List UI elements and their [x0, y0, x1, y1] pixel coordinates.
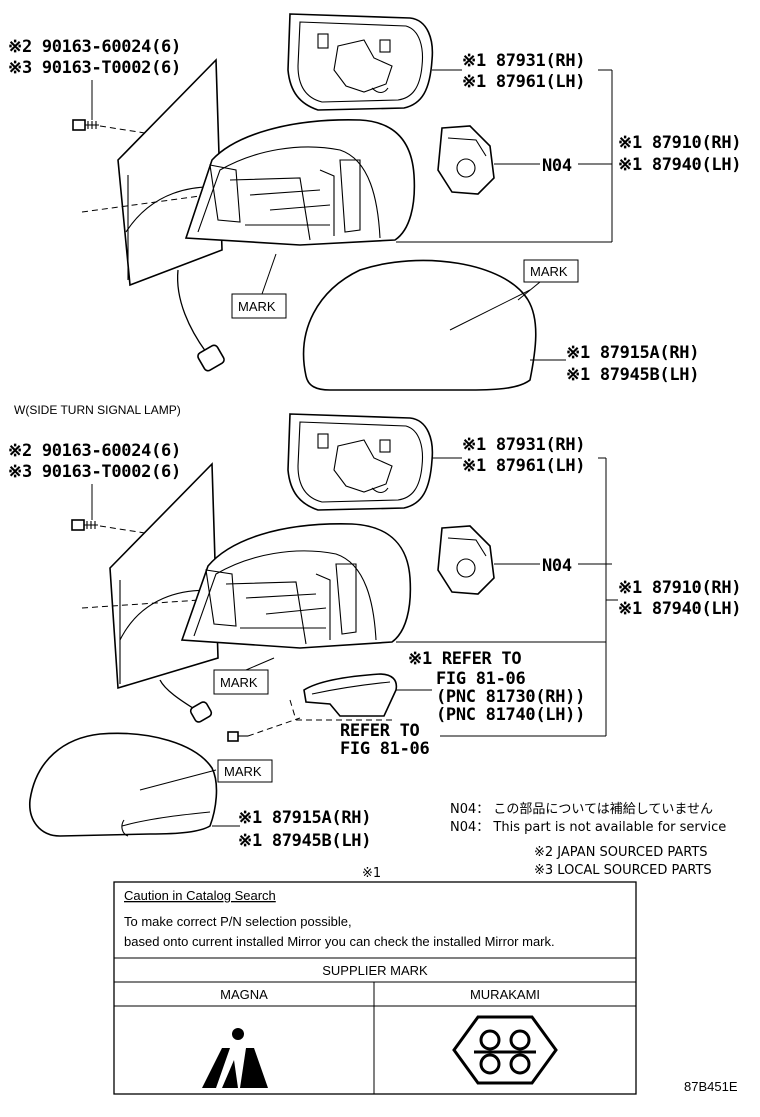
n04-note-english: N04： This part is not available for serv…: [450, 820, 726, 835]
mirror-glass-holder: [287, 13, 434, 111]
svg-text:MARK: MARK: [220, 675, 258, 690]
mirror-housing-assembly: [184, 119, 416, 246]
japan-sourced-note: ※2 JAPAN SOURCED PARTS: [534, 845, 708, 860]
svg-text:MARK: MARK: [530, 264, 568, 279]
cover-part-number-rh-1: ※1 87915A(RH): [566, 343, 699, 363]
caution-table: Caution in Catalog Search To make correc…: [113, 881, 637, 1095]
star-1-marker: ※1: [362, 866, 381, 881]
cover-part-number-lh-2: ※1 87945B(LH): [238, 831, 371, 851]
mirror-part-number-lh-1: ※1 87940(LH): [618, 155, 741, 175]
refer-label-1-line-3: (PNC 81730(RH)): [436, 687, 585, 707]
refer-label-2-line-2: FIG 81-06: [340, 739, 429, 759]
supplier-magna: MAGNA: [220, 987, 268, 1002]
cover-part-number-lh-1: ※1 87945B(LH): [566, 365, 699, 385]
n04-label-2: N04: [542, 556, 572, 576]
supplier-murakami: MURAKAMI: [470, 987, 540, 1002]
holder-part-number-rh-2: ※1 87931(RH): [462, 435, 585, 455]
n04-note-japanese: N04： この部品については補給していません: [450, 802, 713, 817]
holder-part-number-rh-1: ※1 87931(RH): [462, 51, 585, 71]
mirror-cover: [302, 259, 537, 391]
refer-label-2-line-1: REFER TO: [340, 721, 420, 741]
mirror-housing-assembly: [180, 523, 412, 649]
svg-text:MARK: MARK: [224, 764, 262, 779]
n04-actuator: [437, 125, 495, 195]
bolt-part-number-2: ※3 90163-T0002(6): [8, 58, 181, 78]
cover-part-number-rh-2: ※1 87915A(RH): [238, 808, 371, 828]
turn-signal-lamp: [289, 673, 398, 721]
bolt-part-number-1: ※2 90163-60024(6): [8, 37, 181, 57]
section-1: ※2 90163-60024(6) ※3 90163-T0002(6): [8, 13, 742, 391]
supplier-mark-header: SUPPLIER MARK: [322, 963, 428, 978]
refer-label-1-line-4: (PNC 81740(LH)): [436, 705, 585, 725]
mirror-cover: [29, 732, 218, 837]
holder-part-number-lh-2: ※1 87961(LH): [462, 456, 585, 476]
mirror-part-number-rh-1: ※1 87910(RH): [618, 133, 741, 153]
bolt-part-number-4: ※3 90163-T0002(6): [8, 462, 181, 482]
n04-actuator: [437, 525, 495, 595]
mark-box-cover: MARK: [217, 759, 273, 783]
refer-label-1-line-1: ※1 REFER TO: [408, 649, 521, 669]
caution-line-2: based onto current installed Mirror you …: [124, 934, 555, 949]
svg-text:MARK: MARK: [238, 299, 276, 314]
mark-box-cover: MARK: [517, 259, 579, 301]
figure-id: 87B451E: [684, 1079, 738, 1094]
mark-box-housing: MARK: [231, 253, 287, 319]
section-2: W(SIDE TURN SIGNAL LAMP) ※2 90163-60024(…: [8, 403, 742, 851]
bolt-part-number-3: ※2 90163-60024(6): [8, 441, 181, 461]
murakami-logo-icon: [452, 1015, 558, 1085]
local-sourced-note: ※3 LOCAL SOURCED PARTS: [534, 863, 712, 878]
mirror-glass-holder: [287, 413, 434, 511]
holder-part-number-lh-1: ※1 87961(LH): [462, 72, 585, 92]
mirror-part-number-lh-2: ※1 87940(LH): [618, 599, 741, 619]
magna-logo-icon: [202, 1028, 268, 1088]
mark-box-housing: MARK: [213, 657, 275, 695]
refer-label-1-line-2: FIG 81-06: [436, 669, 525, 689]
notes: N04： この部品については補給していません N04： This part is…: [362, 802, 726, 881]
section-2-heading: W(SIDE TURN SIGNAL LAMP): [14, 403, 181, 417]
screw-icon: [227, 731, 248, 742]
caution-title: Caution in Catalog Search: [124, 888, 276, 903]
caution-line-1: To make correct P/N selection possible,: [124, 914, 352, 929]
bolt-icon: [72, 119, 99, 131]
n04-label-1: N04: [542, 156, 572, 176]
bolt-icon: [71, 519, 98, 531]
mirror-part-number-rh-2: ※1 87910(RH): [618, 578, 741, 598]
